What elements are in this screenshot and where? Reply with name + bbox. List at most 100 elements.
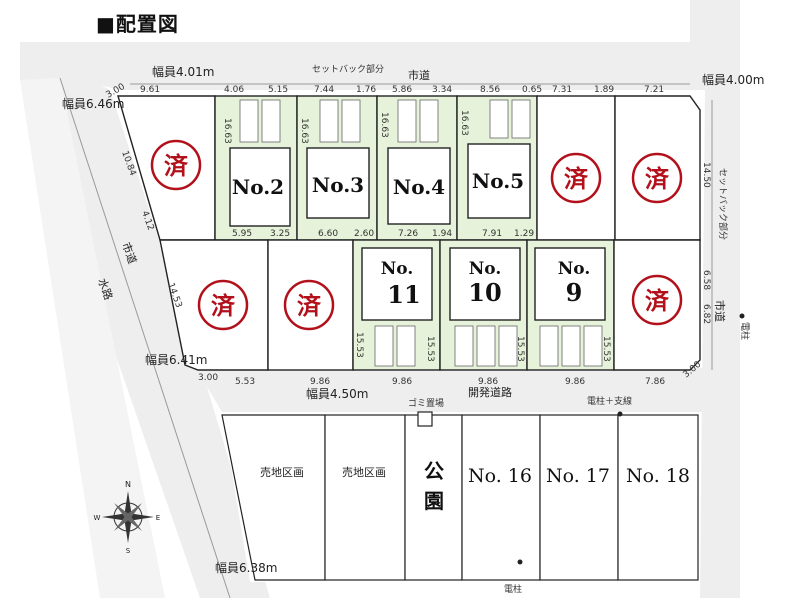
dim-bottom-1: 3.00 — [198, 373, 218, 383]
lot-label-no9-a: No. — [558, 259, 591, 279]
dim-bottom-7: 7.86 — [645, 377, 665, 387]
dim-mid-6: 1.94 — [432, 229, 452, 239]
lot-no18 — [617, 414, 699, 581]
compass-w: W — [94, 514, 101, 522]
city-road-top: 市道 — [408, 68, 430, 82]
city-road-right: 市道 — [713, 300, 727, 322]
pole-right-label: 電柱 — [739, 322, 751, 340]
sold-marks — [150, 139, 683, 331]
compass-n: N — [125, 480, 131, 489]
left-road-width-1: 幅員6.46m — [62, 96, 124, 111]
sold-label-2: 済 — [564, 165, 589, 193]
lot-sold-3 — [614, 95, 701, 241]
lot-label-no11-a: No. — [381, 259, 414, 279]
dim-bottom-3: 9.86 — [310, 377, 330, 387]
lot-label-park-2: 園 — [424, 489, 444, 513]
compass-icon: N S E W — [94, 480, 161, 555]
top-road-width: 幅員4.01m — [152, 64, 214, 79]
garbage-label: ゴミ置場 — [408, 397, 444, 409]
development-road — [196, 368, 710, 412]
page-title: ■配置図 — [96, 12, 179, 36]
lot-park — [404, 414, 463, 581]
pole-bottom-icon — [517, 559, 523, 565]
dev-road-label: 開発道路 — [468, 385, 512, 399]
dim-mid-5: 7.26 — [398, 229, 418, 239]
dim-top-8: 8.56 — [480, 85, 500, 95]
lot-label-no5: No.5 — [472, 169, 524, 193]
road-labels: 幅員4.01m セットバック部分 市道 幅員4.00m 市道 セットバック部分 … — [62, 63, 764, 595]
dim-mid-4: 2.60 — [354, 229, 374, 239]
dim-top-4: 7.44 — [314, 85, 334, 95]
dim-v-mid-1: 15.53 — [354, 332, 364, 358]
dim-right-2: 6.58 — [701, 270, 711, 290]
lot-label-no4: No.4 — [393, 175, 445, 199]
dim-top-11: 1.89 — [594, 85, 614, 95]
dim-right-1: 14.50 — [701, 162, 711, 188]
lot-no16 — [461, 414, 541, 581]
dim-top-6: 5.86 — [392, 85, 412, 95]
lot-label-b1: 売地区画 — [260, 466, 304, 479]
dim-v-mid-4: 15.53 — [601, 336, 611, 362]
top-road — [20, 42, 690, 90]
pole-bottom-label: 電柱 — [504, 583, 522, 595]
lot-label-no9-b: 9 — [566, 278, 583, 307]
left-road — [20, 42, 270, 598]
dim-mid-3: 6.60 — [318, 229, 338, 239]
setback-top: セットバック部分 — [312, 63, 384, 75]
lot-label-no18: No. 18 — [626, 465, 690, 487]
sold-circle-2 — [550, 152, 602, 204]
dim-mid-8: 1.29 — [514, 229, 534, 239]
dimension-labels: 9.61 4.06 5.15 7.44 1.76 5.86 3.34 8.56 … — [105, 82, 712, 387]
dim-top-5: 1.76 — [356, 85, 376, 95]
dim-mid-1: 5.95 — [232, 229, 252, 239]
lot-label-b2: 売地区画 — [342, 466, 386, 479]
dim-v-top-2: 16.63 — [299, 118, 309, 144]
pole-support-label: 電柱＋支線 — [587, 395, 632, 407]
sold-circle-6 — [631, 274, 683, 326]
lot-no17 — [539, 414, 619, 581]
sold-circle-4 — [197, 279, 249, 331]
sold-text: 済 済 済 済 済 済 — [164, 152, 670, 320]
pole-support-icon — [617, 411, 623, 417]
dim-top-12: 7.21 — [644, 85, 664, 95]
dim-bottom-5: 9.86 — [478, 377, 498, 387]
dim-v-mid-2: 15.53 — [425, 336, 435, 362]
bottom-road-width: 幅員6.38m — [215, 560, 277, 575]
dim-bottom-4: 9.86 — [392, 377, 412, 387]
lot-sold-5 — [267, 239, 354, 371]
lot-label-park-1: 公 — [424, 459, 444, 483]
sold-label-3: 済 — [645, 165, 670, 193]
lot-labels: No.2 No.3 No.4 No.5 No. 11 No. 10 No. 9 … — [232, 169, 690, 513]
right-road-width-1: 幅員4.00m — [702, 72, 764, 87]
parking-top — [239, 99, 531, 143]
dim-bottom-2: 5.53 — [235, 377, 255, 387]
compass-s: S — [126, 547, 131, 555]
dim-top-7: 3.34 — [432, 85, 452, 95]
dim-bottom-6: 9.86 — [565, 377, 585, 387]
sold-label-1: 済 — [164, 152, 189, 180]
lot-label-no2: No.2 — [232, 175, 284, 199]
bottom-row-lots — [221, 411, 699, 581]
lot-sold-4 — [159, 239, 269, 371]
dim-v-top-3: 16.63 — [379, 112, 389, 138]
left-road-width-2: 幅員6.41m — [145, 352, 207, 367]
dev-road-width: 幅員4.50m — [306, 386, 368, 401]
dim-top-1: 9.61 — [140, 85, 160, 95]
lot-sold-2 — [536, 95, 616, 241]
parking-mid — [374, 325, 603, 367]
sold-circle-5 — [283, 279, 335, 331]
sold-label-6: 済 — [645, 287, 670, 315]
setback-right: セットバック部分 — [717, 168, 729, 240]
right-road — [690, 0, 740, 598]
sold-label-5: 済 — [297, 292, 322, 320]
compass-e: E — [156, 514, 160, 522]
dim-v-mid-3: 15.53 — [515, 336, 525, 362]
dim-top-3: 5.15 — [268, 85, 288, 95]
lot-label-no11-b: 11 — [387, 280, 420, 309]
dim-mid-7: 7.91 — [482, 229, 502, 239]
lot-label-no10-a: No. — [469, 259, 502, 279]
sold-circle-3 — [631, 152, 683, 204]
dim-v-top-4: 16.63 — [459, 110, 469, 136]
waterway-strip — [20, 78, 165, 598]
